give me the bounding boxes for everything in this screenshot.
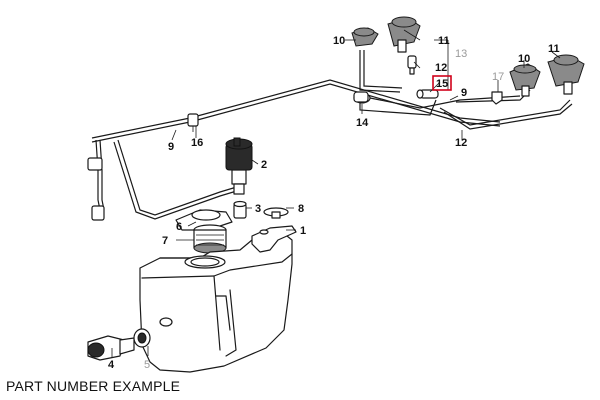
sensor-grommet [133,328,151,348]
connector-14 [353,91,371,104]
clip-16 [187,113,199,132]
nozzle-right-b [547,54,585,95]
plug-connector-left [87,157,105,221]
cap [263,207,289,219]
reservoir-tank [139,225,297,373]
grommet [233,200,247,219]
callout-12: 12 [435,62,447,74]
callout-11: 11 [548,43,560,55]
level-sensor [87,335,135,361]
fitting-17 [491,91,503,105]
callout-12: 12 [455,137,467,149]
callout-14: 14 [356,117,369,129]
nozzle-right-a [509,63,541,97]
callout-9: 9 [461,87,467,99]
callout-15-highlight [432,75,452,91]
callout-10: 10 [333,35,345,47]
callout-11: 11 [438,35,450,47]
filter [193,224,227,254]
callout-4: 4 [108,359,115,371]
callout-9: 9 [168,141,174,153]
callout-17: 17 [492,71,504,83]
callout-6: 6 [176,221,182,233]
callout-16: 16 [191,137,203,149]
leader-lines [111,29,561,358]
connector-15 [416,89,439,99]
callout-10: 10 [518,53,530,65]
callout-labels: 10 11 13 12 15 9 14 10 11 17 9 16 2 12 6… [108,35,560,371]
washer-pump [225,137,253,195]
callout-1: 1 [300,225,306,237]
callout-13: 13 [455,48,467,60]
fitting-12 [407,55,417,75]
callout-2: 2 [261,159,267,171]
callout-5: 5 [144,359,150,371]
nozzle-left-a [351,27,379,47]
nozzle-left-b [387,16,421,53]
callout-15: 15 [436,78,448,90]
callout-3: 3 [255,203,261,215]
caption-part-number-example: PART NUMBER EXAMPLE [6,378,181,394]
hose-lines [91,50,573,220]
callout-7: 7 [162,235,168,247]
callout-8: 8 [298,203,304,215]
